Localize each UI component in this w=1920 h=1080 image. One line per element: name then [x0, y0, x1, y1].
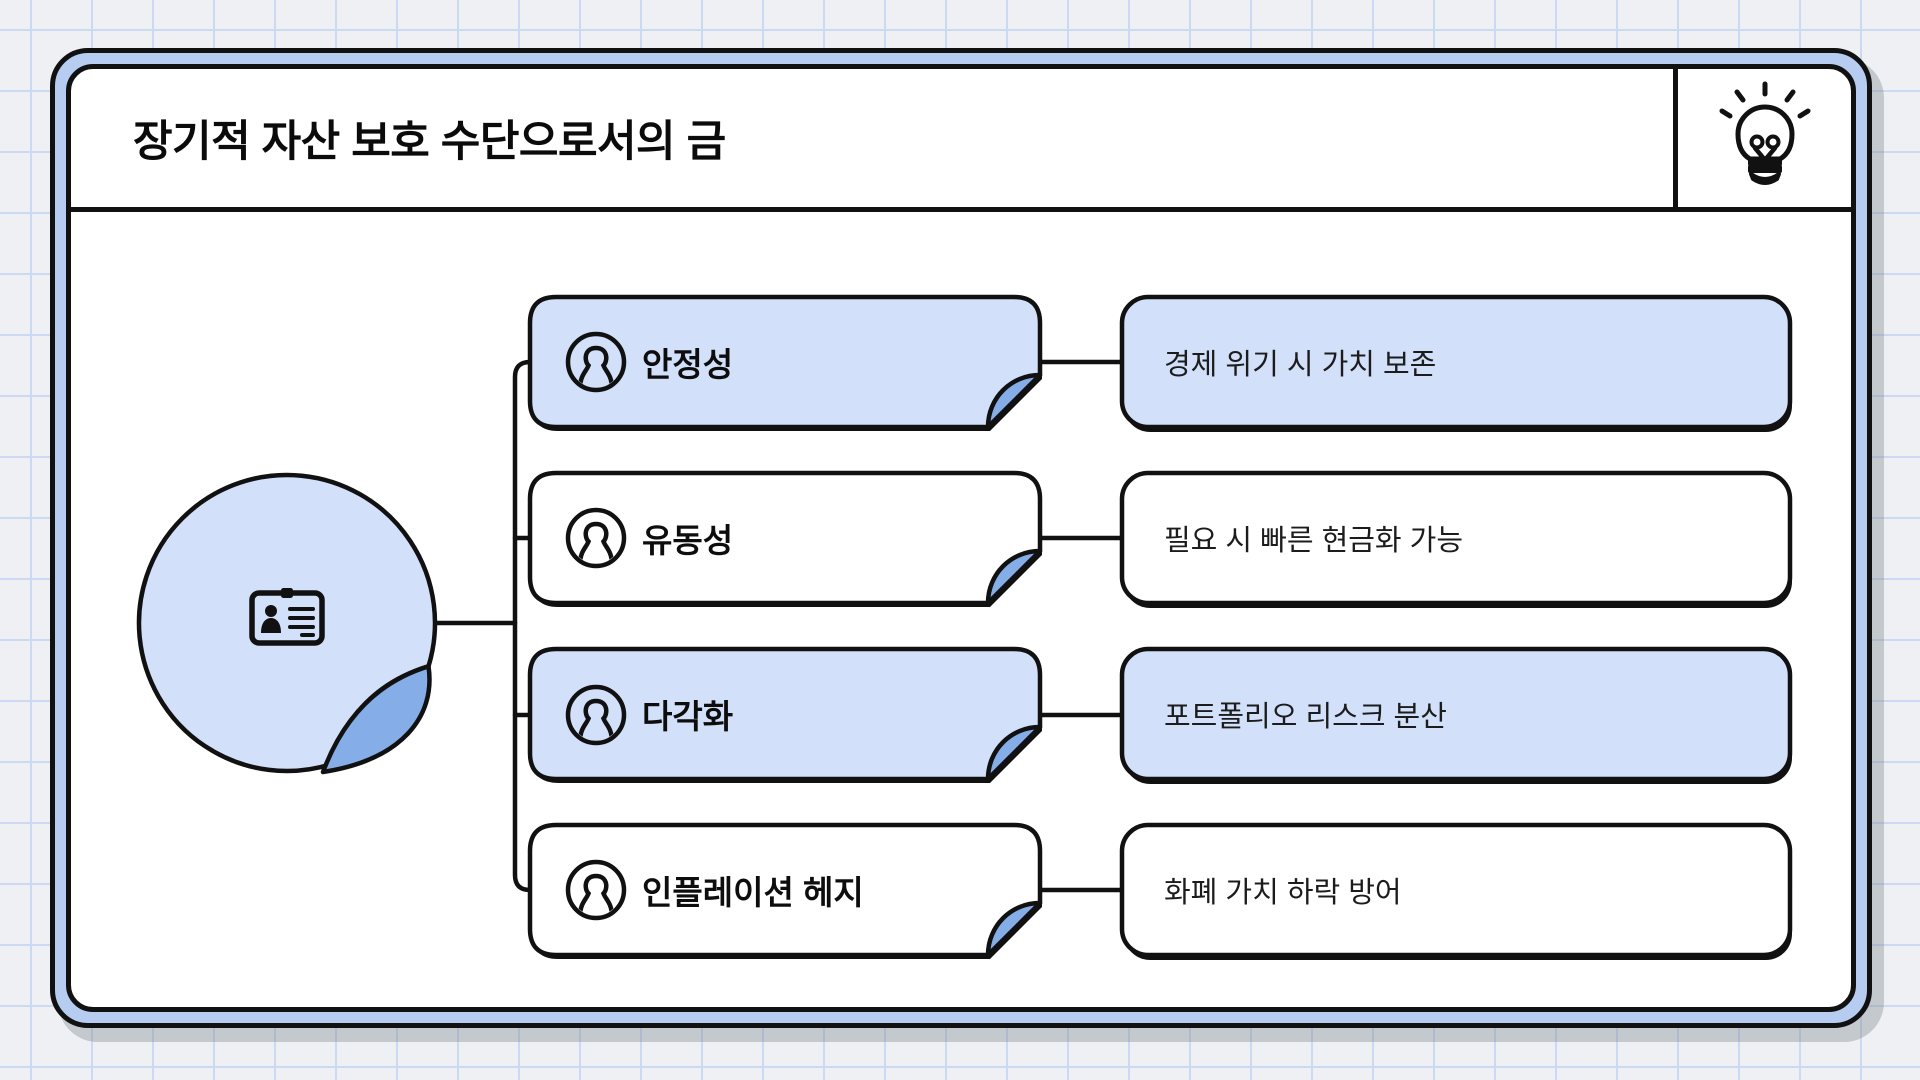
lightbulb-icon	[1719, 81, 1810, 185]
card-header: 장기적 자산 보호 수단으로서의 금	[71, 69, 1851, 212]
center-circle-node	[136, 472, 438, 775]
node-box-4	[527, 822, 1043, 959]
detail-box-3-body	[1119, 646, 1793, 782]
node-box-1	[527, 294, 1043, 431]
detail-box-1-body	[1119, 294, 1793, 430]
diagram-canvas	[136, 294, 1793, 960]
connector-lines	[432, 359, 1125, 893]
person-icon	[565, 859, 627, 921]
detail-box-2-body	[1119, 470, 1793, 606]
detail-box-4	[1119, 822, 1793, 960]
card-inner-panel: 장기적 자산 보호 수단으로서의 금	[66, 64, 1856, 1012]
page-title: 장기적 자산 보호 수단으로서의 금	[133, 118, 726, 166]
person-icon	[565, 331, 627, 393]
header-icon-cell	[1673, 69, 1851, 207]
node-box-4-body	[527, 822, 1043, 958]
node-box-1-page-curl	[985, 372, 1043, 430]
detail-box-2	[1119, 470, 1793, 608]
id-card-icon	[249, 588, 325, 646]
header-title-cell: 장기적 자산 보호 수단으로서의 금	[71, 69, 1673, 207]
person-icon	[565, 507, 627, 569]
center-circle-page-curl	[320, 664, 432, 775]
node-box-2-body	[527, 470, 1043, 606]
node-box-3	[527, 646, 1043, 783]
node-box-2	[527, 470, 1043, 607]
detail-box-3	[1119, 646, 1793, 784]
node-box-1-body	[527, 294, 1043, 430]
detail-box-4-body	[1119, 822, 1793, 958]
detail-box-1	[1119, 294, 1793, 432]
node-box-4-page-curl	[985, 900, 1043, 958]
diagram-area: 안정성 유동성 다각화 인플레이션 헤지 경제 위기 시 가치 보존 필요 시 …	[71, 212, 1851, 1007]
node-box-3-body	[527, 646, 1043, 782]
node-box-3-page-curl	[985, 724, 1043, 782]
infographic-card: 장기적 자산 보호 수단으로서의 금	[50, 48, 1872, 1028]
node-box-2-page-curl	[985, 548, 1043, 606]
person-icon	[565, 684, 627, 746]
connector-trunk	[512, 359, 533, 893]
